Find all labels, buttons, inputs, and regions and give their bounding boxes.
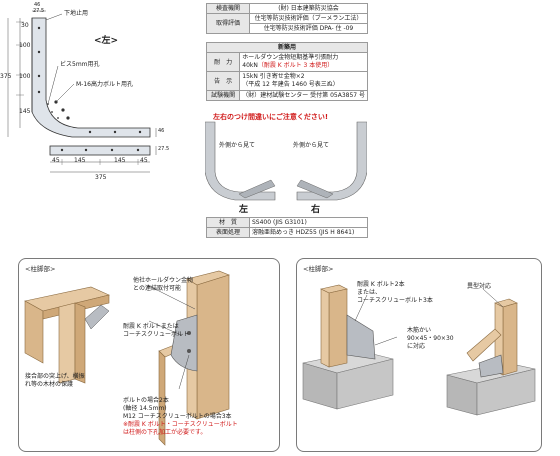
- note-bolt-2: コーチスクリューボルト: [123, 331, 190, 338]
- bracket-drawing: 46 27.5 下地止用 <左> ビス5mm用孔 M-16高力ボルト用孔 30 …: [0, 0, 200, 200]
- dim-bottom-1: 45: [52, 157, 60, 164]
- dim-left-4: 145: [19, 108, 31, 115]
- finish-value: 溶融亜鉛めっき HDZ55 (JIS H 8641): [249, 227, 368, 238]
- note-red-1: ※耐震 K ボルト・コーチスクリューボルト: [123, 421, 238, 428]
- note-other-2: との連結取付可能: [133, 285, 181, 292]
- dim-left-3: 100: [19, 73, 31, 80]
- note-joint-1: 接合部の突上げ、横振: [25, 373, 85, 380]
- notice-value-1: 15kN 引き寄せ金物×2: [242, 73, 305, 80]
- dim-top-1: 46: [34, 2, 41, 8]
- spec-value: (財) 日本建築防災協会: [249, 3, 368, 14]
- orientation-illustration: [205, 121, 367, 201]
- note-bolt-1: 耐震 K ボルトまたは: [123, 323, 179, 330]
- left-install-panel: <柱脚部> 他社ホールダウン金物 との連結取付可能 耐震 K ボルトまたは コー…: [18, 258, 280, 452]
- note-red-2: は柱側の下孔加工が必要です。: [123, 429, 207, 436]
- note-other-1: 他社ホールダウン金物: [133, 277, 194, 284]
- notice-key: 告 示: [205, 71, 241, 91]
- spec-key: 取得評価: [206, 13, 250, 34]
- note-count-3: M12 コーチスクリューボルトの場合3本: [123, 413, 232, 420]
- dim-top-2: 27.5: [33, 8, 45, 14]
- lab-key: 試験機関: [205, 90, 241, 101]
- outside-label-right: 外側から見て: [293, 142, 330, 149]
- label-lower-hole: 下地止用: [64, 10, 89, 17]
- dim-side-2: 46: [158, 128, 165, 134]
- right-note-other: 異型対応: [467, 283, 492, 290]
- right-note-bolt-3: コーチスクリューボルト3本: [357, 297, 433, 304]
- right-note-wood-3: に対応: [407, 343, 426, 350]
- strength-value-1: ホールダウン金物短期基準引張耐力: [242, 54, 339, 61]
- dim-bottom-2: 145: [74, 157, 86, 164]
- right-note-bolt-2: または、: [357, 289, 382, 296]
- label-right: 右: [311, 205, 321, 215]
- strength-key: 耐 力: [205, 52, 241, 72]
- material-value: SS400 (JIS G3101): [249, 217, 368, 228]
- side-title: <左>: [94, 36, 119, 46]
- orientation-warning: 左右のつけ間違いにご注意ください! 外側から見て 外側から見て 左 右: [205, 112, 367, 215]
- new-build-header: 新築用: [206, 42, 368, 53]
- dim-total-height: 375: [0, 73, 12, 80]
- dim-left-1: 30: [21, 22, 29, 29]
- dim-total-width: 375: [95, 174, 107, 181]
- finish-key: 表面処理: [206, 227, 250, 238]
- right-panel-header: <柱脚部>: [303, 265, 334, 273]
- note-joint-2: れ等の木材の保護: [25, 381, 74, 388]
- spec-key: 検査機関: [206, 3, 250, 14]
- left-panel-header: <柱脚部>: [25, 265, 56, 273]
- spec-value: 住宅等防災技術評価（ブーメラン工法）: [249, 13, 368, 24]
- note-count-2: (軸径 14.5mm): [123, 405, 167, 412]
- right-note-wood-1: 木筋かい: [407, 327, 432, 334]
- label-left: 左: [239, 205, 249, 215]
- outside-label-left: 外側から見て: [219, 142, 256, 149]
- dim-bottom-4: 45: [140, 157, 148, 164]
- material-key: 材 質: [206, 217, 250, 228]
- warning-title: 左右のつけ間違いにご注意ください!: [213, 113, 329, 121]
- lab-value: （財）建材試験センター 受付第 05A3857 号: [239, 90, 368, 101]
- spec-table: 検査機関(財) 日本建築防災協会 取得評価住宅等防災技術評価（ブーメラン工法） …: [206, 3, 368, 34]
- notice-value-2: （平成 12 年建告 1460 号表三ぬ）: [242, 81, 339, 88]
- dim-side-1: 27.5: [158, 146, 170, 152]
- bracket-drawing-lines: [7, 10, 157, 173]
- right-install-panel: <柱脚部> 耐震 K ボルト2本 または、 コーチスクリューボルト3本 異型対応…: [296, 258, 542, 452]
- right-install-illustration: [302, 284, 536, 416]
- strength-value-note: （耐震 K ボルト 3 本使用）: [257, 62, 334, 69]
- dim-left-2: 100: [19, 42, 31, 49]
- right-note-wood-2: 90×45・90×30: [407, 335, 454, 342]
- label-bolt-hole: M-16高力ボルト用孔: [76, 81, 133, 88]
- left-install-illustration: [24, 270, 230, 446]
- new-build-table: 新築用 耐 力 ホールダウン金物短期基準引張耐力 40kN（耐震 K ボルト 3…: [205, 42, 368, 101]
- label-screw-hole: ビス5mm用孔: [60, 61, 100, 68]
- strength-value-2: 40kN: [242, 62, 258, 69]
- note-count-1: ボルトの場合2本: [123, 397, 169, 404]
- right-note-bolt-1: 耐震 K ボルト2本: [357, 281, 405, 288]
- spec-value: 住宅等防災技術評価 DPA- 住 -09: [249, 23, 368, 34]
- dim-bottom-3: 145: [114, 157, 126, 164]
